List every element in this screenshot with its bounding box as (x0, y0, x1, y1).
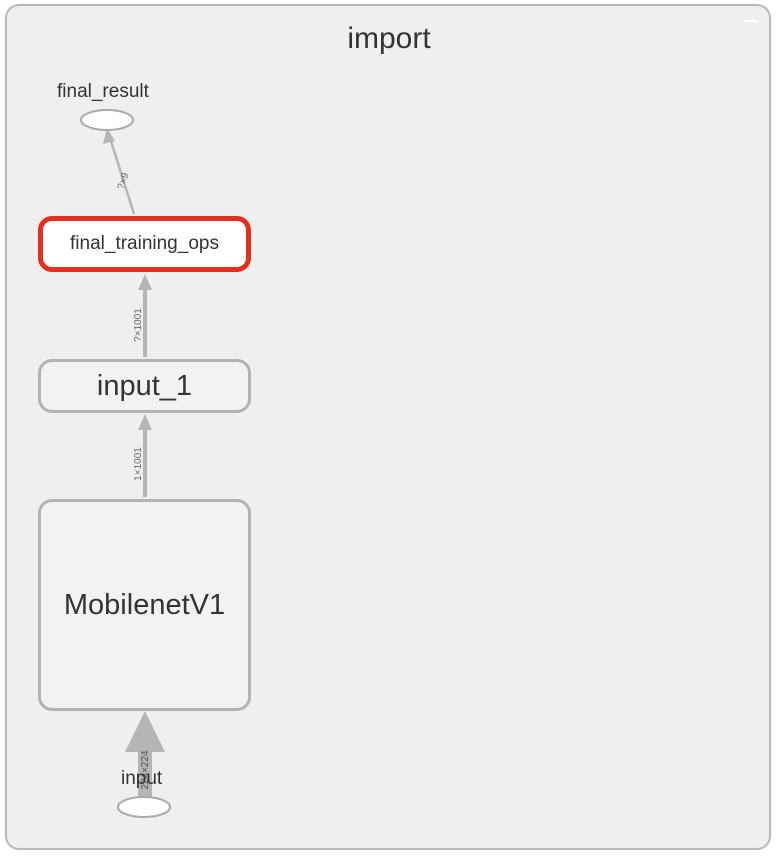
mobilenet-label: MobilenetV1 (63, 588, 226, 621)
mobilenet-node[interactable]: MobilenetV1 (38, 499, 251, 711)
input-1-node[interactable]: input_1 (38, 359, 251, 413)
edge-mobilenet-to-input1[interactable]: 1×1001 (133, 414, 152, 497)
edge-label: ?×1001 (133, 308, 144, 342)
edge-input-to-mobilenet[interactable]: 224×224 (125, 711, 165, 800)
edge-fto-to-final-result[interactable]: ?×9 (103, 128, 136, 215)
edge-label: ?×9 (116, 171, 132, 191)
group-title: import (347, 22, 431, 55)
minus-icon (744, 20, 758, 22)
input-1-label: input_1 (96, 369, 193, 402)
input-label: input (121, 768, 163, 789)
input-node[interactable] (117, 796, 171, 818)
collapse-button[interactable] (744, 18, 758, 24)
edge-input1-to-fto[interactable]: ?×1001 (133, 274, 152, 357)
edge-label: 1×1001 (133, 447, 144, 481)
final-result-node[interactable] (80, 109, 134, 131)
final-result-label: final_result (57, 81, 149, 102)
final-training-ops-label: final_training_ops (70, 233, 219, 254)
edge-label: 224×224 (140, 750, 151, 790)
final-training-ops-node[interactable]: final_training_ops (38, 216, 251, 272)
